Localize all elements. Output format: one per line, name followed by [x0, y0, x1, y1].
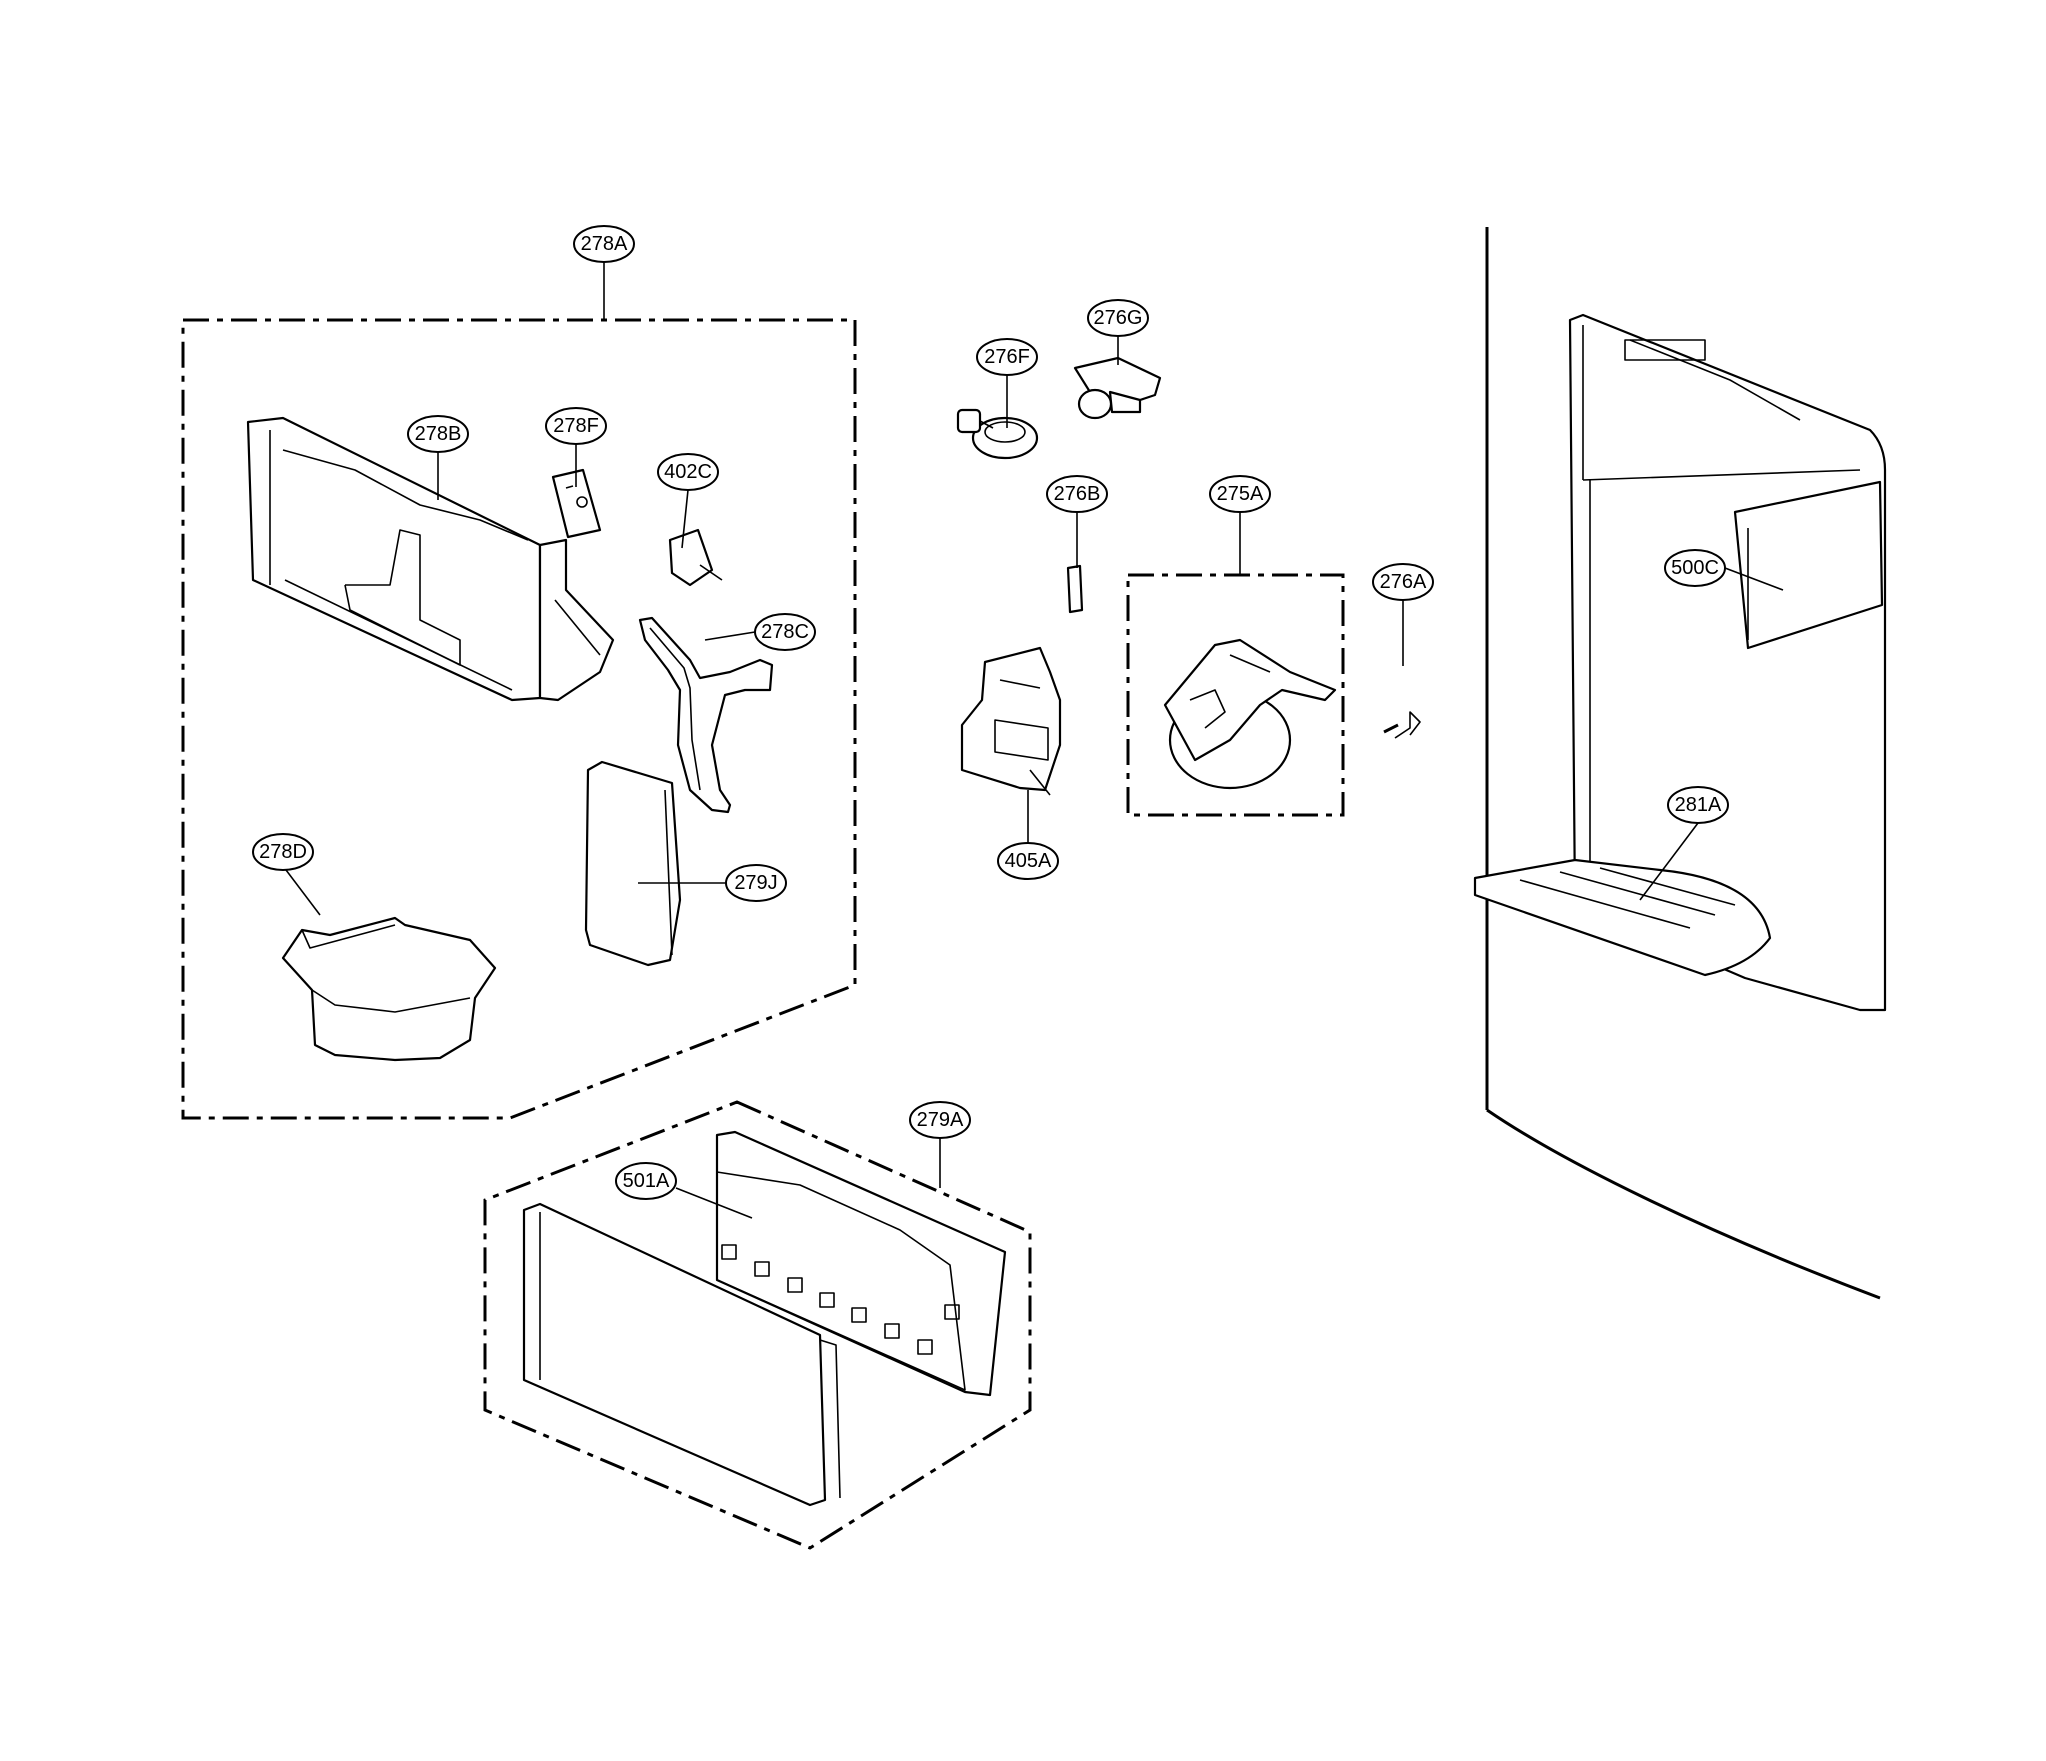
part-276B-clip: [1066, 564, 1084, 614]
group-279A-boundary: [483, 1100, 1032, 1550]
callout-278B: 278B: [407, 415, 469, 453]
group-278A-boundary: [181, 318, 857, 1120]
svg-text:500C: 500C: [1671, 557, 1719, 579]
callout-278A: 278A: [573, 225, 635, 263]
part-279A-board: [715, 1130, 1007, 1397]
callout-405A: 405A: [997, 842, 1059, 880]
part-405A-solenoid: [960, 646, 1062, 796]
callout-402C: 402C: [657, 453, 719, 491]
part-278F-plate: [551, 468, 602, 539]
svg-text:276B: 276B: [1054, 483, 1101, 505]
group-275A-boundary: [1126, 573, 1345, 817]
svg-text:275A: 275A: [1217, 483, 1264, 505]
callout-275A: 275A: [1209, 475, 1271, 513]
door-recess: [1485, 227, 1887, 1300]
callout-276B: 276B: [1046, 475, 1108, 513]
svg-text:279J: 279J: [734, 872, 777, 894]
part-501A-front: [522, 1202, 841, 1507]
svg-text:501A: 501A: [623, 1170, 670, 1192]
part-278C-bracket: [638, 616, 774, 814]
callout-501A: 501A: [615, 1162, 677, 1200]
part-276F: [956, 408, 1039, 460]
svg-text:278D: 278D: [259, 841, 307, 863]
callout-276A: 276A: [1372, 563, 1434, 601]
svg-text:276G: 276G: [1094, 307, 1143, 329]
part-500C-panel: [1733, 480, 1884, 650]
callout-278D: 278D: [252, 833, 314, 871]
callout-281A: 281A: [1667, 786, 1729, 824]
svg-text:281A: 281A: [1675, 794, 1722, 816]
part-279J-panel: [584, 760, 682, 967]
svg-text:278F: 278F: [553, 415, 599, 437]
callout-276G: 276G: [1087, 299, 1149, 337]
svg-text:276F: 276F: [984, 346, 1030, 368]
part-281A-tray: [1473, 858, 1772, 977]
part-278B-housing: [246, 416, 615, 702]
callout-279J: 279J: [725, 864, 787, 902]
part-278D-chute: [281, 916, 497, 1062]
svg-text:278C: 278C: [761, 621, 809, 643]
part-275A-flap: [1163, 638, 1337, 790]
part-276A-spring: [1383, 711, 1421, 739]
callout-278F: 278F: [545, 407, 607, 445]
svg-text:279A: 279A: [917, 1109, 964, 1131]
part-276G: [1073, 356, 1162, 420]
callout-279A: 279A: [909, 1101, 971, 1139]
svg-text:276A: 276A: [1380, 571, 1427, 593]
callout-500C: 500C: [1664, 549, 1726, 587]
leader-lines: [282, 262, 1784, 1219]
svg-text:278B: 278B: [415, 423, 462, 445]
callout-278C: 278C: [754, 613, 816, 651]
svg-text:402C: 402C: [664, 461, 712, 483]
part-402C-switch: [668, 528, 723, 587]
svg-text:405A: 405A: [1005, 850, 1052, 872]
svg-text:278A: 278A: [581, 233, 628, 255]
callout-276F: 276F: [976, 338, 1038, 376]
